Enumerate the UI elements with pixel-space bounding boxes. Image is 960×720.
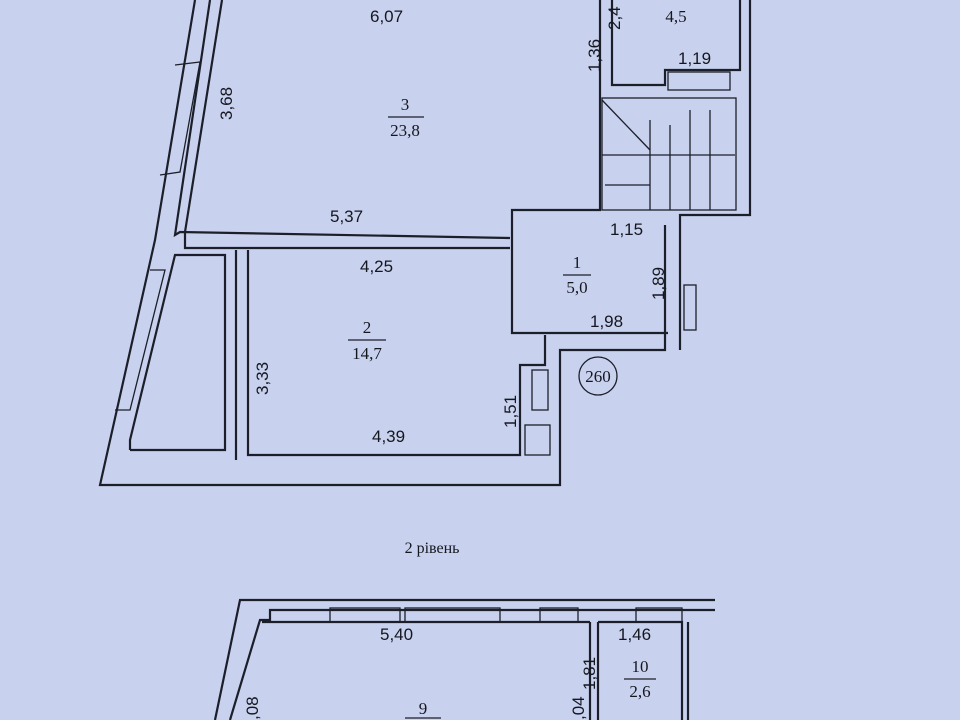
dim-1-36: 1,36 (585, 39, 604, 72)
room-2-area: 14,7 (352, 344, 382, 363)
dim-1-81: 1,81 (580, 657, 599, 690)
room-1-area: 5,0 (566, 278, 587, 297)
upper-plan-labels: 6,07 2,4 1,36 1,19 3,68 5,37 1,15 4,25 1… (217, 6, 711, 446)
room-2-number: 2 (363, 318, 372, 337)
upper-plan-walls (98, 0, 752, 487)
room-9-number: 9 (419, 699, 428, 718)
dim-1-46: 1,46 (618, 625, 651, 644)
room-4-area: 4,5 (665, 7, 686, 26)
room-3-number: 3 (401, 95, 410, 114)
dim-5-40: 5,40 (380, 625, 413, 644)
dim-3-68: 3,68 (217, 87, 236, 120)
dim-1-89: 1,89 (649, 267, 668, 300)
lower-plan-walls (213, 598, 715, 720)
marker-label: 260 (585, 367, 611, 386)
marker-circle (578, 356, 618, 396)
dim-4-25: 4,25 (360, 257, 393, 276)
dim-4-39: 4,39 (372, 427, 405, 446)
dim-1-19: 1,19 (678, 49, 711, 68)
dim-08: ,08 (243, 696, 262, 720)
dim-1-15: 1,15 (610, 220, 643, 239)
dim-1-98: 1,98 (590, 312, 623, 331)
level-label: 2 рівень (405, 540, 460, 557)
room-3-area: 23,8 (390, 121, 420, 140)
lower-plan-labels: 5,40 1,46 1,81 ,04 ,08 10 9 2,6 9 (243, 625, 656, 720)
room-10-number: 10 (632, 657, 649, 676)
dim-6-07: 6,07 (370, 7, 403, 26)
dim-1-51: 1,51 (501, 395, 520, 428)
room-10-area-value: 2,6 (629, 682, 650, 701)
dim-04: ,04 (569, 696, 588, 720)
dim-5-37: 5,37 (330, 207, 363, 226)
room-1-number: 1 (573, 253, 582, 272)
dim-3-33: 3,33 (253, 362, 272, 395)
dim-2-4: 2,4 (605, 6, 624, 30)
